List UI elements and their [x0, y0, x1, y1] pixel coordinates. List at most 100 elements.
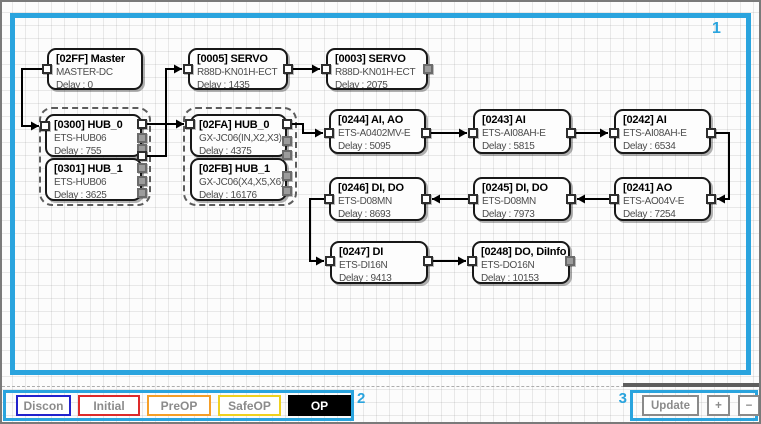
port[interactable] [283, 64, 293, 74]
node-delay: Delay : 1435 [197, 80, 250, 90]
node-title: [0003] SERVO [335, 53, 406, 65]
node-delay: Delay : 5095 [338, 141, 391, 152]
open-port[interactable] [565, 256, 575, 266]
state-button-group: Discon Initial PreOP SafeOP OP [3, 390, 354, 421]
port[interactable] [423, 256, 433, 266]
open-port[interactable] [137, 133, 147, 143]
open-port[interactable] [282, 136, 292, 146]
state-button-safeop[interactable]: SafeOP [218, 395, 281, 416]
node-model: ETS-AO04V-E [623, 196, 685, 207]
node-title: [02FB] HUB_1 [199, 163, 270, 175]
port[interactable] [421, 128, 431, 138]
open-port[interactable] [282, 171, 292, 181]
port[interactable] [325, 256, 335, 266]
zoom-in-button[interactable]: + [707, 395, 730, 416]
node-ai-0244[interactable]: [0244] AI, AO ETS-A0402MV-E Delay : 5095 [329, 109, 426, 154]
node-delay: Delay : 6534 [623, 141, 676, 152]
node-title: [0244] AI, AO [338, 114, 404, 126]
node-title: [0247] DI [339, 246, 384, 258]
node-model: R88D-KN01H-ECT [335, 67, 416, 78]
splitter-bar[interactable] [623, 383, 759, 387]
port[interactable] [137, 151, 147, 161]
node-model: ETS-DO16N [481, 260, 535, 271]
node-title: [0242] AI [623, 114, 667, 126]
state-button-initial[interactable]: Initial [78, 395, 140, 416]
port[interactable] [609, 128, 619, 138]
node-delay: Delay : 3625 [54, 190, 107, 201]
node-delay: Delay : 2075 [335, 80, 388, 90]
node-servo-0005[interactable]: [0005] SERVO R88D-KN01H-ECT Delay : 1435 [188, 48, 288, 90]
node-model: GX-JC06(IN,X2,X3) [199, 133, 282, 144]
open-port[interactable] [423, 64, 433, 74]
view-button-group: Update + − [630, 390, 760, 421]
port[interactable] [42, 64, 52, 74]
node-di-0246[interactable]: [0246] DI, DO ETS-D08MN Delay : 8693 [329, 177, 426, 221]
node-model: ETS-HUB06 [54, 177, 107, 188]
node-title: [0301] HUB_1 [54, 163, 123, 175]
view-group-label: 3 [618, 390, 627, 407]
node-title: [0246] DI, DO [338, 182, 404, 194]
node-title: [0300] HUB_0 [54, 119, 123, 131]
state-button-preop[interactable]: PreOP [147, 395, 211, 416]
node-title: [02FF] Master [56, 53, 125, 65]
port[interactable] [467, 256, 477, 266]
node-delay: Delay : 7973 [482, 209, 535, 220]
port[interactable] [566, 194, 576, 204]
open-port[interactable] [137, 163, 147, 173]
node-delay: Delay : 8693 [338, 209, 391, 220]
node-title: [0248] DO, DiInfo [481, 246, 567, 258]
open-port[interactable] [282, 186, 292, 196]
state-button-op[interactable]: OP [288, 395, 351, 416]
state-group-label: 2 [357, 390, 366, 407]
port[interactable] [137, 119, 147, 129]
port[interactable] [706, 194, 716, 204]
port[interactable] [468, 128, 478, 138]
port[interactable] [185, 119, 195, 129]
node-delay: Delay : 0 [56, 80, 93, 90]
port[interactable] [468, 194, 478, 204]
port[interactable] [321, 64, 331, 74]
node-delay: Delay : 16176 [199, 190, 257, 201]
node-model: ETS-D08MN [338, 196, 392, 207]
node-model: R88D-KN01H-ECT [197, 67, 278, 78]
port[interactable] [566, 128, 576, 138]
zoom-out-button[interactable]: − [738, 395, 760, 416]
open-port[interactable] [137, 188, 147, 198]
port[interactable] [282, 119, 292, 129]
topology-canvas[interactable] [10, 13, 751, 375]
port[interactable] [324, 128, 334, 138]
node-model: MASTER-DC [56, 67, 113, 78]
open-port[interactable] [282, 150, 292, 160]
port[interactable] [324, 194, 334, 204]
node-servo-0003[interactable]: [0003] SERVO R88D-KN01H-ECT Delay : 2075 [326, 48, 428, 90]
canvas-region-label: 1 [712, 20, 721, 37]
node-title: [0005] SERVO [197, 53, 268, 65]
port[interactable] [183, 64, 193, 74]
open-port[interactable] [137, 176, 147, 186]
node-title: [02FA] HUB_0 [199, 119, 270, 131]
node-delay: Delay : 7254 [623, 209, 676, 220]
node-title: [0245] DI, DO [482, 182, 548, 194]
node-model: ETS-A0402MV-E [338, 128, 411, 139]
hub-group-gx [183, 107, 297, 206]
port[interactable] [609, 194, 619, 204]
update-button[interactable]: Update [642, 395, 699, 416]
port[interactable] [706, 128, 716, 138]
node-delay: Delay : 9413 [339, 273, 392, 284]
port[interactable] [40, 121, 50, 131]
node-delay: Delay : 5815 [482, 141, 535, 152]
port[interactable] [421, 194, 431, 204]
state-button-discon[interactable]: Discon [16, 395, 71, 416]
